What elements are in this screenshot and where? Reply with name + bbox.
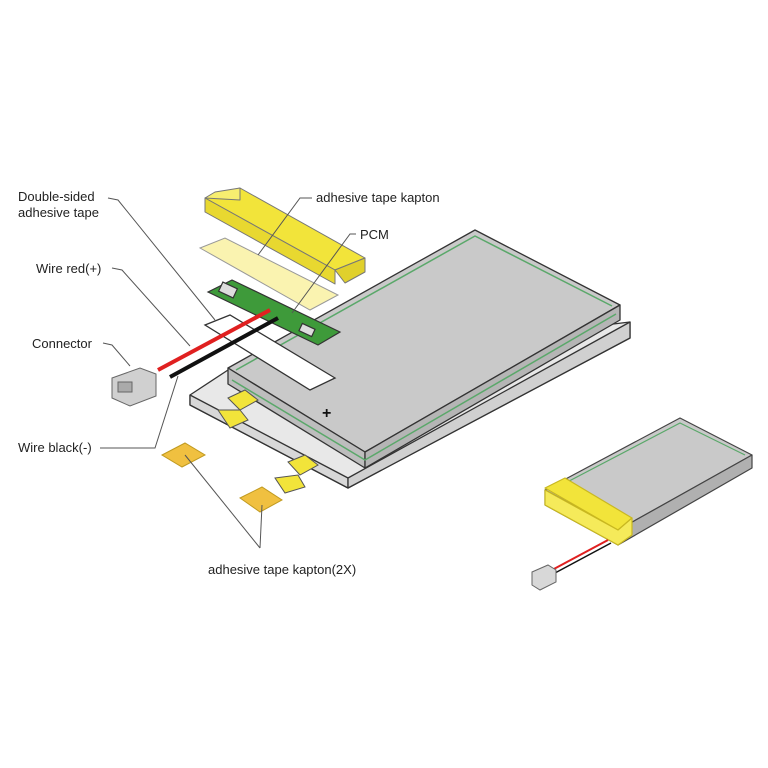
label-kapton-2x: adhesive tape kapton(2X) — [208, 562, 356, 577]
connector — [111, 367, 157, 407]
double-sided-tape — [203, 314, 337, 391]
kapton-piece-1 — [160, 442, 207, 468]
label-connector: Connector — [32, 336, 93, 351]
label-wire-black: Wire black(-) — [18, 440, 92, 455]
small-wire-red — [551, 539, 609, 571]
kapton-corner-pieces — [217, 389, 319, 494]
small-connector — [531, 564, 557, 591]
label-double-sided-line1: Double-sided — [18, 189, 95, 204]
pcm-board — [206, 279, 342, 346]
label-kapton-top: adhesive tape kapton — [316, 190, 440, 205]
kapton-tape-pale — [198, 237, 340, 311]
wire-black — [169, 316, 279, 379]
small-wire-black — [554, 542, 612, 574]
label-wire-red: Wire red(+) — [36, 261, 101, 276]
label-pcm: PCM — [360, 227, 389, 242]
label-double-sided-line2: adhesive tape — [18, 205, 99, 220]
kapton-tape-top — [204, 187, 366, 285]
assembled-battery — [544, 417, 753, 546]
wire-red — [157, 308, 271, 372]
kapton-piece-2 — [239, 486, 283, 513]
cell-polarity-mark: + — [322, 405, 331, 422]
leader-lines — [100, 197, 356, 549]
